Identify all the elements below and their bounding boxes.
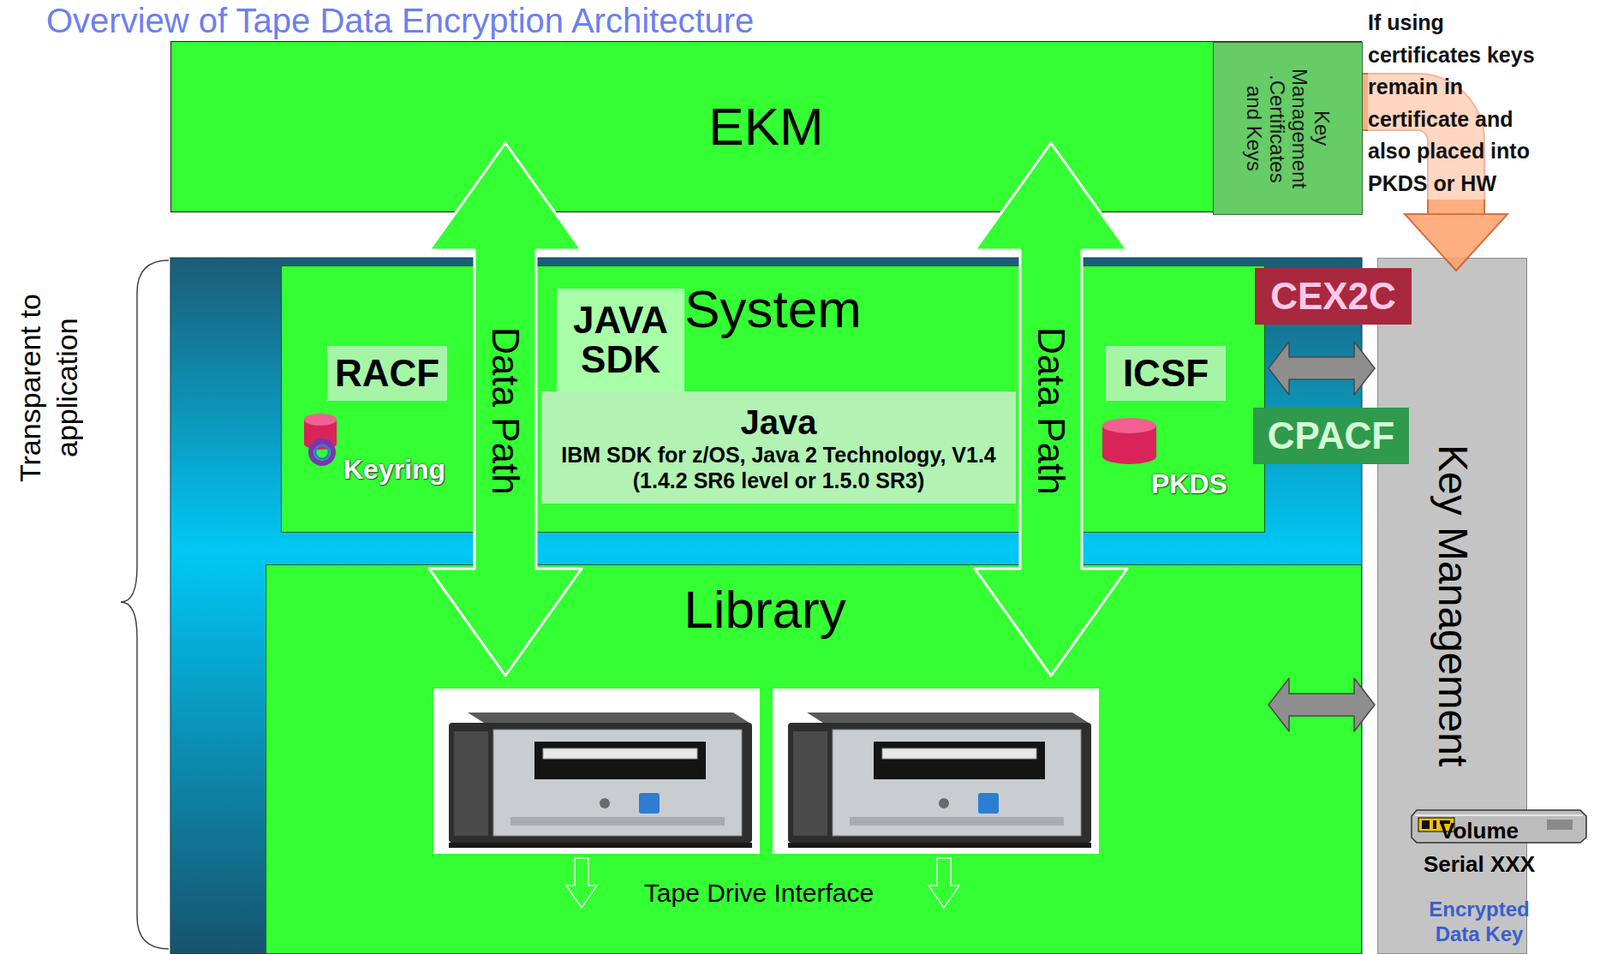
drive-slot: [873, 741, 1045, 780]
cartridge-window: [1546, 819, 1573, 830]
drive-cartridge: [882, 748, 1037, 759]
node-label: System: [684, 278, 862, 340]
node-label: CEX2C: [1270, 275, 1397, 317]
node-label: JAVA SDK: [561, 300, 680, 380]
system-frame: [170, 257, 1362, 954]
drive-slot: [534, 741, 706, 780]
drive-vent: [849, 817, 1064, 826]
drive-cartridge: [543, 748, 698, 759]
key-exchange-arrow: [1268, 678, 1375, 732]
java-sdk-box: JAVA SDK: [556, 288, 685, 392]
key-exchange-arrow: [1268, 341, 1375, 395]
interface-label: Tape Drive Interface: [599, 878, 919, 909]
tape-drive: [772, 688, 1099, 854]
bracket-label: Transparent to application: [11, 276, 85, 500]
drive-bezel: [832, 729, 1081, 836]
cartridge-highlight: [1414, 814, 1583, 817]
drive-button: [978, 793, 999, 814]
cpacf-box: CPACF: [1253, 407, 1409, 465]
drive-housing: [448, 722, 753, 843]
drive-top: [806, 712, 1092, 725]
pkds-cylinder-top: [1102, 417, 1157, 434]
keyring-ring: [310, 441, 334, 464]
node-label: CPACF: [1267, 415, 1395, 457]
drive-handle: [453, 731, 489, 836]
data-path-arrow: [429, 143, 582, 676]
node-label: Key Management: [1429, 306, 1475, 907]
ekm-box: EKM Key Management .Certificates and Keys: [170, 41, 1362, 213]
certificate-key-box: Key Management .Certificates and Keys: [1212, 41, 1363, 215]
edge-label: Data Path: [482, 306, 529, 516]
node-label: Library: [683, 579, 847, 640]
edge-label: Data Path: [1027, 306, 1075, 516]
interface-arrow: [566, 858, 598, 908]
edge-label: If using certificates keys remain in cer…: [1367, 6, 1550, 200]
drive-photo-ground: [433, 688, 760, 854]
cex2c-box: CEX2C: [1254, 268, 1412, 325]
drive-button: [638, 793, 660, 814]
arrow-head: [1404, 214, 1508, 271]
key-exchange-arrow: [1268, 678, 1375, 732]
system-box: SystemRACF JAVA SDK JavaIBM SDK for z/OS, …: [280, 265, 1266, 533]
bracket: [120, 260, 169, 950]
drive-bezel: [493, 729, 742, 836]
pkds-label: PKDS: [1151, 468, 1228, 501]
cartridge-label-mark: [1432, 820, 1437, 830]
drive-top: [467, 712, 753, 725]
key-management-column: Key Management: [1377, 257, 1528, 954]
diagram-title: Overview of Tape Data Encryption Archite…: [46, 1, 754, 40]
interface-arrow: [928, 858, 960, 908]
node-label: Java: [740, 402, 818, 442]
drive-shadow: [788, 842, 1092, 848]
drive-handle: [793, 731, 828, 836]
icsf-box: ICSF: [1105, 346, 1226, 401]
node-label: EKM: [708, 95, 824, 157]
node-label: ICSF: [1122, 352, 1209, 395]
node-label: IBM SDK for z/OS, Java 2 Technology, V1.…: [548, 441, 1009, 494]
drive-led: [599, 798, 610, 809]
keyring-label: Keyring: [343, 453, 446, 486]
volume-label: Volume Serial XXX: [1414, 814, 1544, 882]
node-label: RACF: [334, 352, 440, 395]
tape-drive: [433, 688, 760, 854]
racf-box: RACF: [327, 346, 448, 401]
drive-vent: [510, 817, 725, 826]
keyring-cylinder-top: [304, 413, 337, 426]
cartridge-label-mark: [1421, 820, 1430, 830]
key-exchange-arrow: [1268, 341, 1375, 395]
data-path-arrow: [429, 143, 582, 676]
keyring-ring-inner: [315, 445, 329, 460]
node-label: Key Management .Certificates and Keys: [1242, 64, 1334, 193]
data-path-arrow: [974, 143, 1128, 676]
drive-photo-ground: [772, 688, 1099, 854]
drive-shadow: [448, 842, 753, 848]
drive-led: [938, 798, 950, 809]
drive-housing: [788, 722, 1092, 843]
encrypted-key-label: Encrypted Data Key: [1419, 897, 1540, 948]
data-path-arrow: [974, 143, 1128, 676]
java-box: JavaIBM SDK for z/OS, Java 2 Technology,…: [541, 391, 1016, 504]
